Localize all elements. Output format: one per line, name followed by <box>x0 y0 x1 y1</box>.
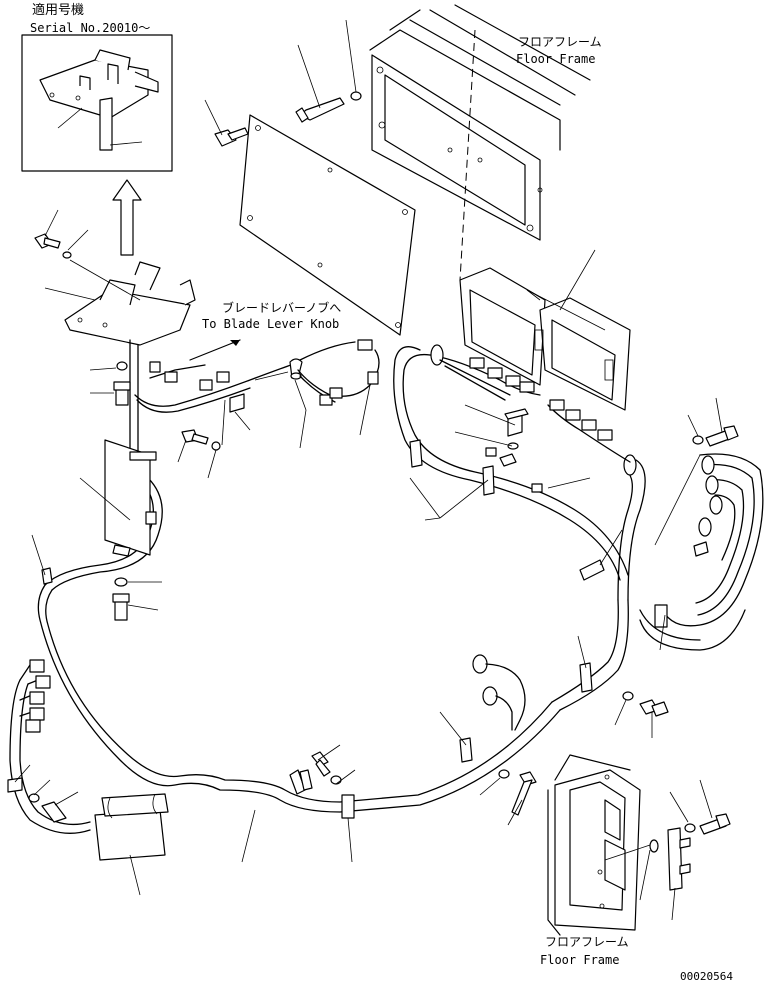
middle-bolts <box>89 361 162 621</box>
floor-frame-bottom-en-label: Floor Frame <box>540 953 619 967</box>
floor-frame-top-jp-label: フロアフレーム <box>518 35 602 49</box>
floor-frame-top <box>369 4 591 241</box>
upper-harness-loop <box>393 344 637 581</box>
cover-bolt <box>204 99 249 147</box>
blade-lever-en-label: To Blade Lever Knob <box>202 317 339 331</box>
lower-right-bolts <box>479 691 669 826</box>
right-bolts <box>687 397 739 447</box>
main-clamps <box>31 451 593 863</box>
blade-branch <box>134 339 380 449</box>
blade-lever-jp-label: ブレードレバーノブへ <box>222 300 341 315</box>
drawing-number: 00020564 <box>680 970 733 983</box>
floor-frame-bottom-jp-label: フロアフレーム <box>545 935 629 949</box>
floor-frame-bottom <box>547 754 731 936</box>
inset-arrow <box>112 179 142 256</box>
mid-left-bolts <box>177 429 221 479</box>
bracket-left <box>44 261 196 346</box>
controller-boxes <box>459 249 631 411</box>
upper-clamps <box>409 439 623 581</box>
mid-plugs <box>472 654 526 731</box>
inset-detail-box <box>21 34 173 172</box>
applicable-serial-jp-label: 適用号機 <box>32 2 84 18</box>
lower-mid-bolts <box>289 744 356 795</box>
serial-number-label: Serial No.20010～ <box>30 21 150 35</box>
cover-plate <box>239 114 416 336</box>
upper-connectors <box>454 357 613 493</box>
bracket-bolts <box>34 209 141 301</box>
blade-arrow-head <box>230 340 240 346</box>
harness-cover-lower <box>94 793 169 896</box>
long-bolt <box>295 19 362 123</box>
protector-plate <box>79 439 151 556</box>
left-connectors <box>7 659 91 834</box>
right-plugs <box>639 453 764 651</box>
floor-frame-top-en-label: Floor Frame <box>516 52 595 66</box>
